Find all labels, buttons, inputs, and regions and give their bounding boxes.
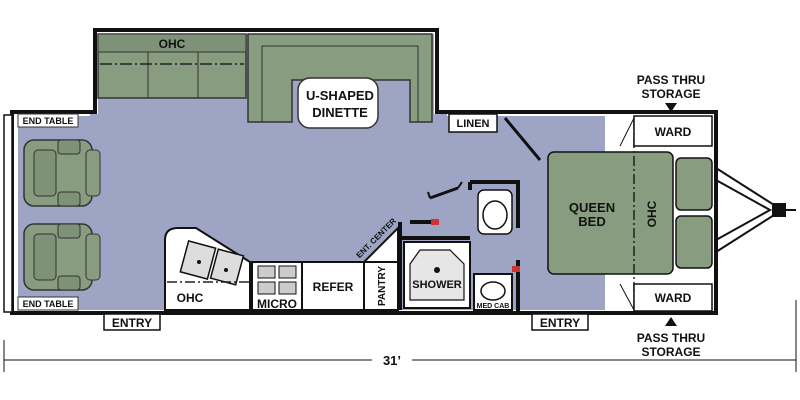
bath-door [429, 186, 459, 200]
pass-thru-top-arrow [665, 103, 677, 112]
recliner-top [23, 139, 101, 207]
entry-left-box [103, 313, 161, 331]
sofa-back [97, 33, 247, 53]
pass-thru-bottom-arrow [665, 317, 677, 326]
linen-door [503, 117, 542, 161]
shower-pan [409, 249, 465, 301]
hitch-coupler [772, 203, 786, 217]
ward-top [633, 115, 713, 147]
linen-box [448, 113, 498, 133]
bed-headboard-bottom [675, 215, 713, 269]
micro-label: MICRO [257, 297, 297, 311]
toilet [477, 189, 513, 235]
pantry-label: PANTRY [377, 266, 388, 306]
ward-bottom [633, 283, 713, 312]
med-cab-label: MED CAB [477, 303, 510, 310]
bed-ohc-label: OHC [645, 200, 659, 227]
entry-right-label: ENTRY [540, 316, 580, 330]
end-table-top-label: END TABLE [23, 116, 74, 126]
ward-bottom-label: WARD [655, 291, 692, 305]
queen-bed [547, 151, 674, 275]
ward-top-label: WARD [655, 125, 692, 139]
burners [257, 265, 297, 295]
end-table-top [17, 113, 79, 128]
entry-left-label: ENTRY [112, 316, 152, 330]
ohc-kitchen-label: OHC [177, 291, 204, 305]
dimension-gap [372, 352, 412, 368]
recliner-bottom [23, 223, 101, 291]
shower-drain [434, 267, 440, 273]
rear-wall-cap [3, 114, 13, 313]
pass-thru-bottom-1: PASS THRU [637, 331, 705, 345]
bed-headboard-top [675, 157, 713, 211]
bath-walls [398, 220, 470, 310]
ohc-top-label: OHC [159, 37, 186, 51]
bath-sink [480, 281, 506, 301]
pantry [363, 261, 399, 311]
dinette-label-1: U-SHAPED [306, 88, 374, 103]
ward-bottom-door [619, 283, 635, 311]
pass-thru-top-1: PASS THRU [637, 73, 705, 87]
ward-top-door [619, 117, 635, 147]
refer-label: REFER [313, 280, 354, 294]
refrigerator [301, 261, 365, 311]
bath-wall-accent-2 [512, 266, 520, 272]
end-table-bottom-label: END TABLE [23, 299, 74, 309]
dinette-label-2: DINETTE [312, 105, 368, 120]
pass-thru-bottom-2: STORAGE [641, 345, 700, 359]
entry-right-box [531, 313, 589, 331]
queen-label-2: BED [578, 214, 605, 229]
bath-door-arc [427, 181, 463, 199]
shower-label: SHOWER [412, 279, 462, 291]
end-table-bottom [17, 296, 79, 311]
sink [179, 240, 245, 286]
length-label: 31’ [383, 353, 401, 368]
dinette-table [297, 77, 379, 129]
dinette-back [261, 45, 419, 122]
pass-thru-top-2: STORAGE [641, 87, 700, 101]
queen-label-1: QUEEN [569, 200, 615, 215]
bath-wall-accent [431, 219, 439, 225]
linen-label: LINEN [457, 118, 490, 130]
